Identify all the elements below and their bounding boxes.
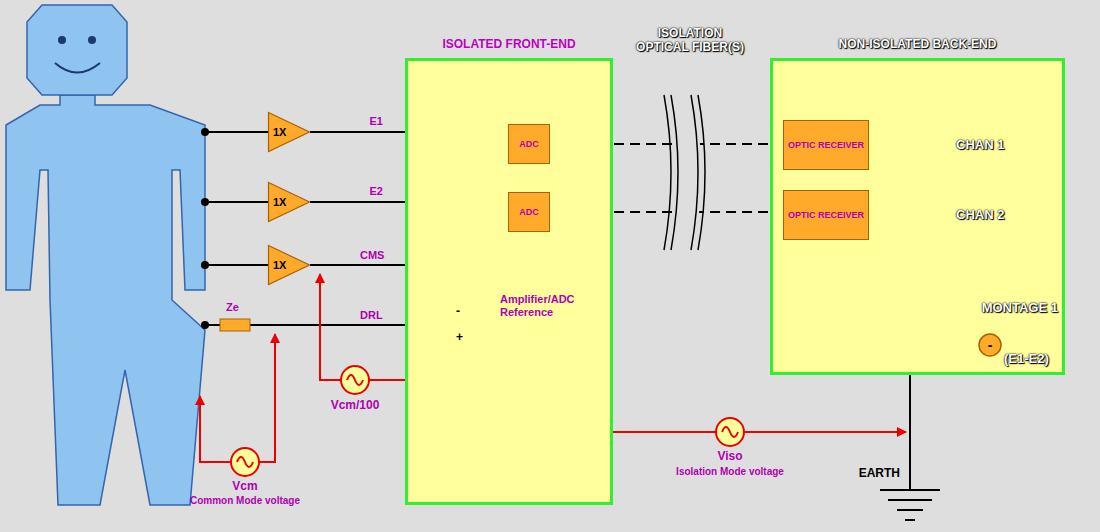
node-label: ADC xyxy=(519,139,539,150)
input-sign: - xyxy=(456,304,460,318)
source-wire xyxy=(744,431,906,433)
node-label: - xyxy=(988,338,993,352)
signal-name: DRL xyxy=(360,309,383,321)
montage-formula: (E1-E2) xyxy=(1004,351,1049,366)
earth-symbol xyxy=(905,519,915,521)
electrode-wire xyxy=(250,324,425,326)
source-caption: Isolation Mode voltage xyxy=(676,466,784,477)
signal-name: CMS xyxy=(360,249,384,261)
subtractor-circle: - xyxy=(978,333,1002,357)
buffer-amplifier: 1X xyxy=(268,182,310,222)
buffer-triangle xyxy=(269,113,310,152)
receiver-box: OPTIC RECEIVER xyxy=(783,190,869,240)
electrode-dot xyxy=(201,261,209,269)
node-label: OPTIC RECEIVER xyxy=(788,140,864,151)
panel-title: NON-ISOLATED BACK-END xyxy=(773,37,1062,51)
signal-name: E2 xyxy=(369,185,382,197)
electrode-wire xyxy=(205,264,268,266)
source-name: Vcm/100 xyxy=(331,398,380,412)
drawing-stroke xyxy=(671,95,678,250)
person-figure xyxy=(27,5,127,95)
adc-box: ADC xyxy=(508,192,550,232)
electrode-dot xyxy=(201,128,209,329)
channel-name: CHAN 1 xyxy=(956,137,1004,152)
source-caption: Common Mode voltage xyxy=(190,495,300,506)
signal-name: E1 xyxy=(369,115,382,127)
earth-symbol xyxy=(909,375,911,490)
buffer-triangle xyxy=(269,183,310,222)
buffer-triangle xyxy=(269,246,310,285)
node-label: 1X xyxy=(273,126,286,138)
receiver-box: OPTIC RECEIVER xyxy=(783,120,869,170)
node-label: 1X xyxy=(273,196,286,208)
node-label: 1X xyxy=(273,259,286,271)
electrode-wire xyxy=(205,201,268,203)
voltage-source xyxy=(341,366,369,394)
earth-symbol xyxy=(880,489,940,491)
adc-box: ADC xyxy=(508,124,550,164)
source-wire xyxy=(320,274,341,380)
electrode-dot xyxy=(201,321,209,329)
front-end-panel: ISOLATED FRONT-ENDAmplifier/ADC Referenc… xyxy=(405,58,613,505)
person-figure xyxy=(88,36,96,44)
impedance-name: Ze xyxy=(226,301,239,313)
electrode-dot xyxy=(201,198,209,206)
source-wire xyxy=(200,396,231,462)
montage-name: MONTAGE 1 xyxy=(982,300,1058,315)
fiber-title: ISOLATION OPTICAL FIBER(S) xyxy=(630,26,750,54)
buffer-amplifier: 1X xyxy=(268,245,310,285)
back-end-panel: NON-ISOLATED BACK-ENDOPTIC RECEIVEROPTIC… xyxy=(770,58,1065,375)
person-figure xyxy=(6,5,205,505)
subtractor-outline xyxy=(979,334,1001,356)
voltage-source xyxy=(237,457,253,467)
buffer-amplifier: 1X xyxy=(268,112,310,152)
earth-name: EARTH xyxy=(859,466,900,480)
resistor-symbol xyxy=(220,319,250,331)
electrode-wire xyxy=(205,131,268,133)
electrode-dot xyxy=(201,128,209,136)
source-name: Vcm xyxy=(232,479,257,493)
person-figure xyxy=(58,36,66,44)
drawing-stroke xyxy=(698,95,705,250)
drawing-stroke xyxy=(691,95,698,250)
voltage-source xyxy=(231,448,259,476)
earth-symbol xyxy=(880,375,940,520)
drawing-stroke xyxy=(664,95,671,250)
node-label: OPTIC RECEIVER xyxy=(788,210,864,221)
person-figure xyxy=(6,95,205,505)
reference-note: Amplifier/ADC Reference xyxy=(500,293,600,319)
voltage-source xyxy=(347,375,363,385)
channel-name: CHAN 2 xyxy=(956,207,1004,222)
drawing-stroke xyxy=(668,95,701,250)
input-sign: + xyxy=(456,330,463,344)
earth-symbol xyxy=(888,499,932,501)
node-label: ADC xyxy=(519,207,539,218)
source-name: Viso xyxy=(717,449,742,463)
person-figure xyxy=(55,63,100,73)
earth-symbol xyxy=(897,509,923,511)
source-wire xyxy=(259,334,275,462)
panel-title: ISOLATED FRONT-END xyxy=(408,37,610,51)
voltage-source xyxy=(722,427,738,437)
voltage-source xyxy=(716,418,744,446)
drawing-stroke xyxy=(664,95,705,250)
